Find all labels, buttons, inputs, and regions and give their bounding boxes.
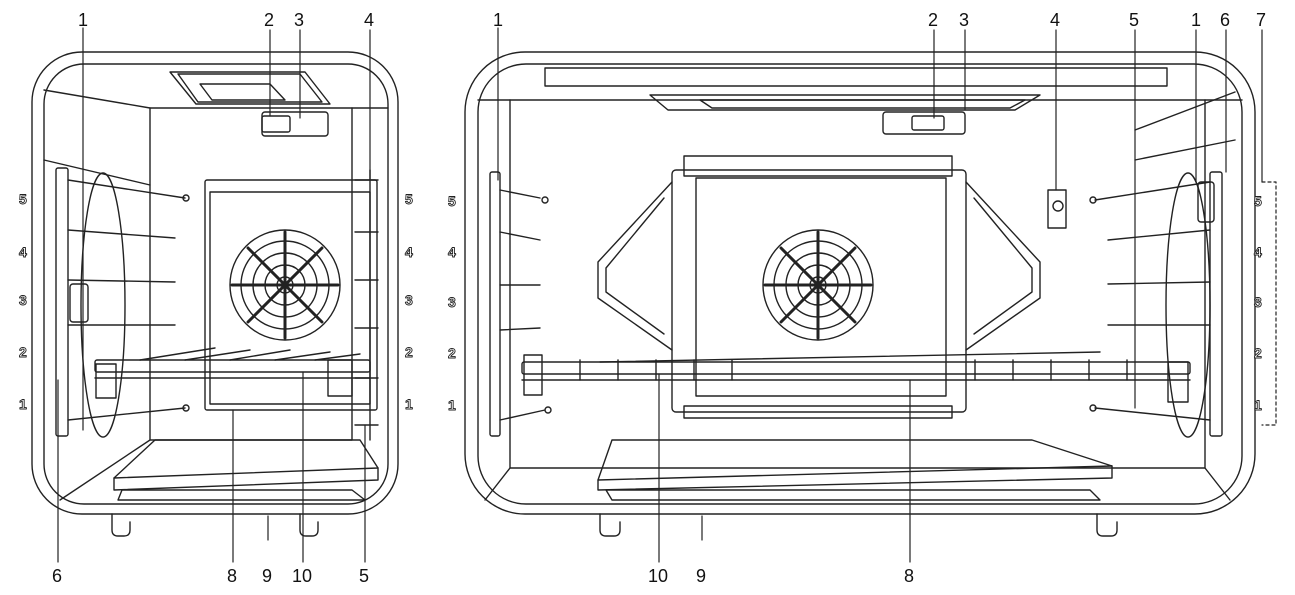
- left-rack-rails: [67, 179, 190, 421]
- left-oven-body: [31, 51, 399, 537]
- left-shelf-levels-outer: 5 4 3 2 1: [19, 191, 28, 413]
- left-oven-view: [31, 27, 399, 563]
- left-callout-lines: [57, 27, 371, 563]
- right-callout-7: 7: [1256, 10, 1266, 30]
- right-callout-2: 2: [928, 10, 938, 30]
- right-callout-5: 5: [1129, 10, 1139, 30]
- right-callout-10: 10: [648, 566, 668, 586]
- right-left-shelf-level-1: 1: [448, 397, 456, 413]
- right-left-shelf-level-4: 4: [448, 244, 456, 260]
- right-left-rack: [489, 171, 552, 437]
- right-callout-1b: 1: [1191, 10, 1201, 30]
- left-side-rack: [55, 167, 190, 438]
- right-callout-9: 9: [696, 566, 706, 586]
- left-shelf-level-2: 2: [19, 344, 27, 360]
- left-callout-5: 5: [359, 566, 369, 586]
- right-shelf-bracket: [1261, 181, 1277, 426]
- left-top-callouts: 1 2 3 4: [78, 10, 374, 30]
- right-bottom-callouts: 10 9 8: [648, 566, 914, 586]
- left-inner-shelf-level-3: 3: [405, 292, 413, 308]
- left-shelf-levels-inner: 5 4 3 2 1: [405, 191, 414, 413]
- left-shelf-level-1: 1: [19, 396, 27, 412]
- right-drip-tray: [597, 439, 1113, 501]
- left-callout-4: 4: [364, 10, 374, 30]
- left-inner-shelf-level-5: 5: [405, 191, 413, 207]
- right-baking-rack: [521, 351, 1191, 403]
- right-right-shelf-level-4: 4: [1254, 244, 1262, 260]
- left-callout-2: 2: [264, 10, 274, 30]
- right-temperature-probe-socket: [1047, 189, 1067, 229]
- left-shelf-level-3: 3: [19, 292, 27, 308]
- left-callout-10: 10: [292, 566, 312, 586]
- right-left-shelf-level-3: 3: [448, 294, 456, 310]
- left-drip-tray: [113, 439, 379, 501]
- right-shelf-levels-right: 5 4 3 2 1: [1254, 193, 1263, 414]
- left-grill-element: [169, 71, 331, 137]
- right-callout-8: 8: [904, 566, 914, 586]
- right-right-rack: [1089, 171, 1223, 438]
- left-callout-9: 9: [262, 566, 272, 586]
- left-callout-8: 8: [227, 566, 237, 586]
- left-baking-rack: [94, 347, 371, 399]
- left-shelf-level-5: 5: [19, 191, 27, 207]
- left-bottom-callouts: 6 8 9 10 5: [52, 566, 369, 586]
- left-right-wall-rails: [354, 169, 379, 441]
- left-callout-3: 3: [294, 10, 304, 30]
- right-oven-view: [464, 27, 1277, 563]
- right-right-shelf-level-1: 1: [1254, 397, 1262, 413]
- right-callout-lines: [497, 27, 1263, 563]
- right-rack-wires: [579, 351, 1128, 381]
- right-callout-3: 3: [959, 10, 969, 30]
- left-callout-6: 6: [52, 566, 62, 586]
- right-left-shelf-level-5: 5: [448, 193, 456, 209]
- right-callout-4: 4: [1050, 10, 1060, 30]
- right-callout-6: 6: [1220, 10, 1230, 30]
- left-inner-shelf-level-1: 1: [405, 396, 413, 412]
- right-shelf-levels-left: 5 4 3 2 1: [448, 193, 457, 414]
- right-right-shelf-level-3: 3: [1254, 294, 1262, 310]
- right-right-shelf-level-5: 5: [1254, 193, 1262, 209]
- right-grill-element: [544, 67, 1168, 135]
- right-left-shelf-level-2: 2: [448, 345, 456, 361]
- left-fan-panel: [204, 179, 378, 411]
- right-fan-panel: [597, 155, 1041, 419]
- right-callout-1a: 1: [493, 10, 503, 30]
- right-right-shelf-level-2: 2: [1254, 345, 1262, 361]
- left-inner-shelf-level-2: 2: [405, 344, 413, 360]
- right-oven-body: [464, 51, 1256, 537]
- right-top-callouts: 1 2 3 4 5 1 6 7: [493, 10, 1266, 30]
- left-shelf-level-4: 4: [19, 244, 27, 260]
- left-inner-shelf-level-4: 4: [405, 244, 413, 260]
- left-callout-1: 1: [78, 10, 88, 30]
